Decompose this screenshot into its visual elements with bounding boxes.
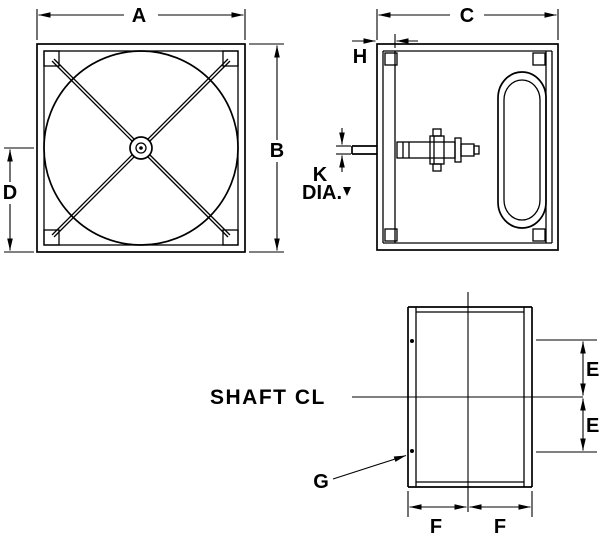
mounting-hole (410, 449, 414, 453)
dimension-h: H (352, 34, 418, 68)
corner-gusset (222, 50, 239, 67)
drive-assembly (396, 128, 480, 172)
front-view (36, 43, 246, 253)
dimension-d: D (3, 147, 34, 253)
side-view (351, 43, 559, 251)
bottom-view (407, 292, 533, 512)
mounting-hole (410, 339, 414, 343)
corner-gusset (222, 229, 239, 246)
fan-hub (129, 136, 153, 160)
dim-label-h: H (353, 46, 367, 68)
dimension-k: K DIA. (302, 128, 351, 204)
corner-gusset (532, 228, 546, 242)
dim-label-e-lower: E (586, 415, 599, 437)
corner-gusset (43, 229, 60, 246)
inlet-venturi (497, 71, 547, 229)
dim-label-k-dia: DIA. (302, 182, 342, 204)
fan-spider-arms (51, 58, 231, 238)
dim-label-g: G (313, 471, 329, 493)
dimension-e: E E (536, 339, 599, 453)
shaft-centerline: SHAFT CL (210, 386, 583, 409)
label-g: G (313, 454, 407, 493)
shaft-cl-label: SHAFT CL (210, 386, 326, 409)
fan-circle (43, 50, 239, 246)
dimension-c: C (376, 5, 559, 40)
corner-gusset (384, 228, 398, 242)
dim-label-b: B (270, 140, 284, 162)
dimension-a: A (36, 5, 246, 40)
dim-label-a: A (132, 5, 146, 27)
shaft (351, 145, 377, 155)
dimension-b: B (249, 43, 284, 253)
dim-label-f-right: F (494, 516, 506, 538)
corner-gusset (384, 52, 398, 66)
dim-label-k: K (313, 164, 328, 186)
dim-label-d: D (3, 182, 17, 204)
corner-gusset (43, 50, 60, 67)
dimension-f: F F (407, 491, 533, 538)
dim-label-c: C (460, 5, 474, 27)
corner-gusset (532, 52, 546, 66)
k-leader-arrow (343, 187, 351, 196)
dim-label-e-upper: E (586, 359, 599, 381)
dim-label-f-left: F (430, 516, 442, 538)
